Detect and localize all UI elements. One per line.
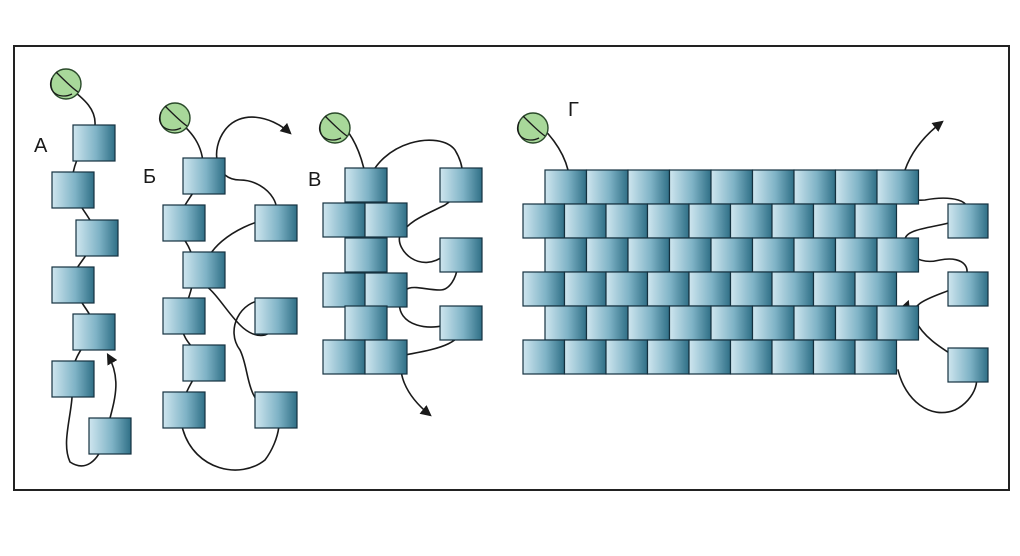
- bead-g: [646, 271, 690, 307]
- bead-g: [771, 271, 815, 307]
- bead-g: [793, 305, 837, 341]
- bead-g: [627, 169, 671, 205]
- thread-spool-icon: [49, 68, 82, 100]
- bead-g: [751, 237, 795, 273]
- bead-g: [668, 169, 712, 205]
- label-b: Б: [143, 166, 156, 188]
- bead-g: [668, 237, 712, 273]
- bead-g: [522, 203, 566, 239]
- bead-g: [834, 169, 878, 205]
- bead-b: [254, 297, 298, 335]
- bead-a: [72, 124, 116, 162]
- bead-g: [729, 339, 773, 375]
- thread-spool-icon: [318, 112, 351, 144]
- bead-g: [710, 237, 754, 273]
- bead-v: [364, 272, 408, 308]
- bead-g: [563, 339, 607, 375]
- bead-b: [182, 251, 226, 289]
- bead-g: [876, 169, 920, 205]
- bead-g: [710, 305, 754, 341]
- bead-g: [751, 169, 795, 205]
- bead-g: [947, 203, 989, 239]
- bead-g: [812, 203, 856, 239]
- bead-g: [729, 203, 773, 239]
- bead-g: [834, 305, 878, 341]
- bead-g: [627, 237, 671, 273]
- bead-g: [834, 237, 878, 273]
- bead-v: [322, 339, 366, 375]
- bead-g: [646, 203, 690, 239]
- bead-layer: [51, 124, 989, 455]
- bead-b: [162, 391, 206, 429]
- bead-g: [627, 305, 671, 341]
- bead-g: [522, 271, 566, 307]
- bead-g: [646, 339, 690, 375]
- thread-g-right: [897, 120, 978, 414]
- bead-v: [344, 305, 388, 341]
- bead-g: [854, 339, 898, 375]
- bead-b: [254, 204, 298, 242]
- bead-a: [75, 219, 119, 257]
- spool-layer: [49, 68, 549, 144]
- bead-g: [585, 237, 629, 273]
- bead-g: [771, 203, 815, 239]
- bead-b: [182, 157, 226, 195]
- bead-g: [544, 305, 588, 341]
- bead-g: [522, 339, 566, 375]
- bead-g: [585, 169, 629, 205]
- bead-g: [812, 339, 856, 375]
- bead-g: [544, 237, 588, 273]
- bead-v: [344, 237, 388, 273]
- bead-g: [605, 339, 649, 375]
- bead-v: [439, 237, 483, 273]
- bead-a: [72, 313, 116, 351]
- bead-g: [947, 271, 989, 307]
- bead-v: [364, 202, 408, 238]
- label-g: Г: [568, 99, 579, 121]
- bead-g: [854, 203, 898, 239]
- bead-g: [876, 305, 920, 341]
- bead-g: [793, 169, 837, 205]
- bead-v: [439, 305, 483, 341]
- bead-g: [876, 237, 920, 273]
- bead-a: [51, 171, 95, 209]
- bead-g: [771, 339, 815, 375]
- bead-g: [544, 169, 588, 205]
- bead-g: [947, 347, 989, 383]
- bead-v: [364, 339, 408, 375]
- bead-g: [688, 339, 732, 375]
- bead-b: [162, 297, 206, 335]
- bead-v: [322, 272, 366, 308]
- bead-a: [51, 266, 95, 304]
- bead-g: [729, 271, 773, 307]
- bead-v: [322, 202, 366, 238]
- thread-spool-icon: [516, 112, 549, 144]
- bead-g: [688, 203, 732, 239]
- bead-a: [51, 360, 95, 398]
- bead-g: [710, 169, 754, 205]
- thread-spool-icon: [158, 102, 191, 134]
- diagram-frame: [13, 45, 1010, 491]
- label-a: А: [34, 135, 48, 157]
- bead-b: [162, 204, 206, 242]
- label-v: В: [308, 169, 321, 191]
- bead-v: [439, 167, 483, 203]
- bead-g: [605, 271, 649, 307]
- bead-g: [854, 271, 898, 307]
- bead-a: [88, 417, 132, 455]
- bead-v: [344, 167, 388, 203]
- bead-g: [793, 237, 837, 273]
- bead-g: [751, 305, 795, 341]
- bead-g: [605, 203, 649, 239]
- bead-g: [563, 271, 607, 307]
- bead-g: [812, 271, 856, 307]
- bead-g: [688, 271, 732, 307]
- bead-g: [585, 305, 629, 341]
- bead-g: [563, 203, 607, 239]
- bead-b: [254, 391, 298, 429]
- bead-g: [668, 305, 712, 341]
- bead-b: [182, 344, 226, 382]
